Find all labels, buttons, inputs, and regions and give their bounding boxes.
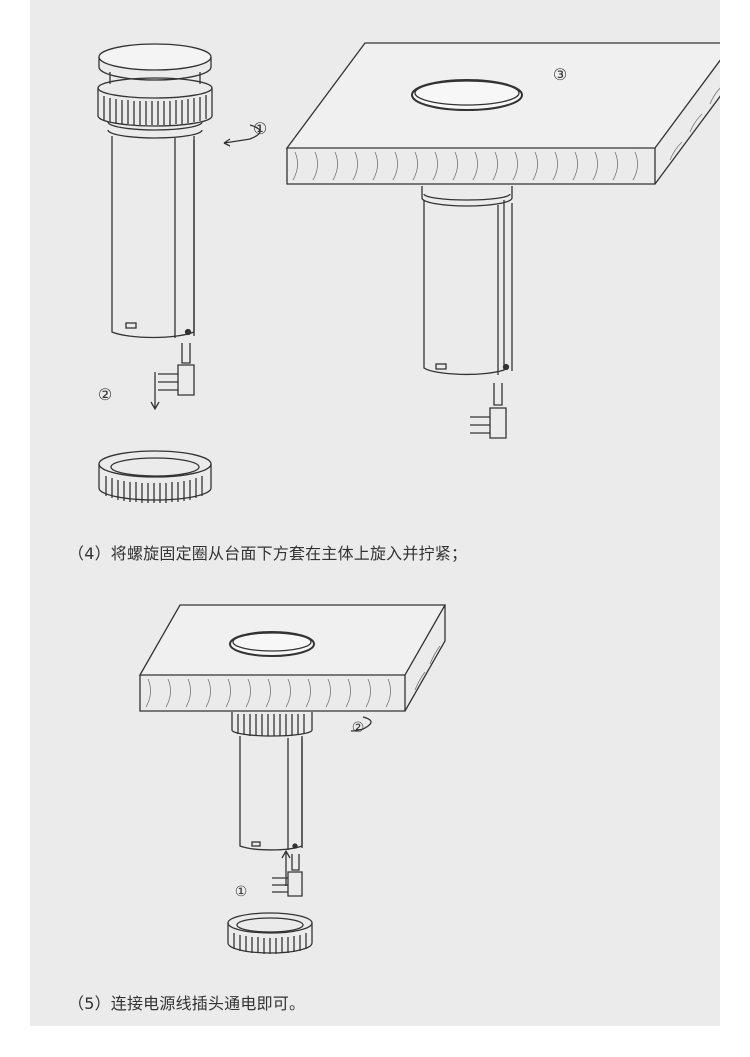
step-5-caption: （5）连接电源线插头通电即可。 [68, 994, 306, 1013]
label-step-1: ① [253, 119, 267, 138]
countertop-icon [285, 42, 720, 185]
down-arrow-icon [150, 372, 160, 411]
label-step-1: ① [235, 884, 248, 900]
countertop-icon [138, 604, 447, 712]
fixing-ring-tight-icon [231, 712, 313, 737]
fixing-ring-icon [227, 912, 313, 954]
fixing-ring-icon [98, 450, 212, 503]
up-arrow-icon [281, 849, 291, 886]
step-4-caption: （4）将螺旋固定圈从台面下方套在主体上旋入并拧紧； [68, 544, 468, 563]
threaded-ring-icon [97, 77, 213, 139]
label-step-2: ② [98, 385, 112, 404]
cylinder-body-icon [239, 736, 303, 851]
power-plug-icon [158, 343, 195, 396]
label-step-3: ③ [553, 65, 567, 84]
power-plug-icon [272, 854, 303, 897]
figure-steps-1-3: ① ② ③ [97, 42, 720, 503]
instruction-panel: ① ② ③ （4）将螺旋固定圈从台面下方套在主体上旋入并拧紧； [30, 0, 720, 1026]
figure-steps-4-5: ① ② [138, 604, 447, 954]
rotate-arrow-icon [223, 124, 261, 144]
installed-body-icon [421, 186, 513, 376]
label-step-2: ② [352, 720, 365, 736]
socket-cap-icon [98, 43, 212, 84]
tighten-arrow-icon [350, 716, 372, 732]
cylinder-body-icon [111, 136, 195, 339]
installed-plug-icon [470, 383, 507, 439]
